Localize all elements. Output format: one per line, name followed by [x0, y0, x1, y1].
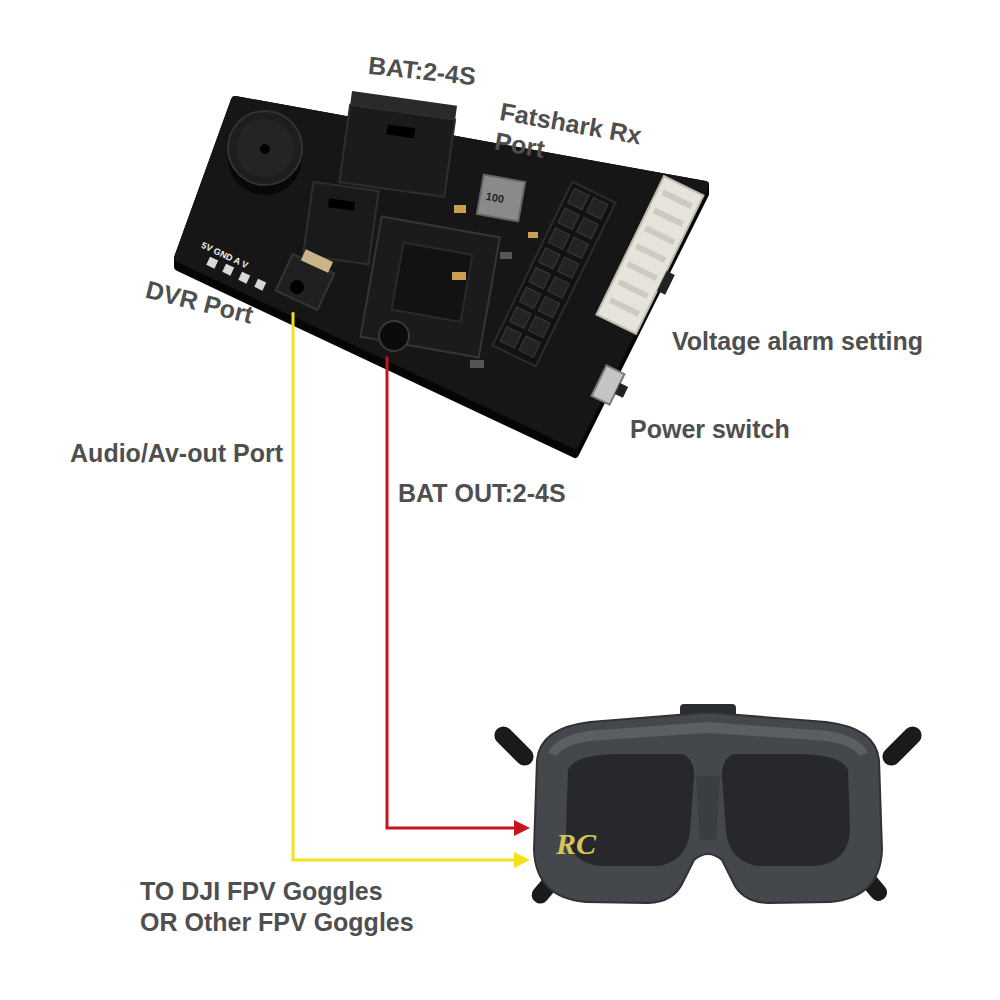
jack-top — [392, 243, 473, 322]
pad — [238, 272, 250, 284]
wire-line — [387, 356, 516, 828]
power-switch — [592, 365, 633, 408]
silkscreen-text: 5V GND A V — [199, 240, 249, 271]
battery-jack — [339, 91, 457, 197]
smd-part — [454, 205, 466, 213]
smd-part — [500, 252, 512, 259]
arrow-head — [514, 852, 530, 868]
small-jack — [303, 182, 379, 264]
connector-rib — [618, 279, 649, 298]
fatshark-header — [493, 182, 616, 367]
connector-rib — [635, 243, 666, 262]
jack-front — [339, 105, 455, 197]
wire-label: BAT OUT:2-4S — [398, 478, 566, 508]
smd-part — [528, 232, 538, 238]
socket — [529, 316, 550, 337]
port-hole — [288, 278, 307, 297]
arrow-head — [514, 820, 530, 836]
connector-body — [596, 176, 703, 334]
inductor — [477, 175, 525, 222]
buzzer — [228, 111, 302, 185]
connector-rib — [626, 261, 657, 280]
fpv-goggles: TO DJI FPV Goggles OR Other FPV Goggles — [532, 708, 884, 906]
goggles-highlight — [548, 722, 868, 756]
socket — [548, 228, 569, 249]
goggles-bridge — [696, 776, 720, 840]
wire-connector — [293, 312, 530, 868]
pad — [254, 279, 266, 291]
watermark: RC — [556, 826, 596, 862]
connector-rib — [653, 208, 684, 227]
socket — [529, 267, 550, 288]
smd-part — [470, 360, 484, 368]
socket — [510, 307, 531, 328]
jack-body — [303, 182, 379, 264]
pad — [206, 257, 218, 269]
buzzer-top — [236, 119, 294, 177]
socket — [539, 248, 560, 269]
goggles-caption: TO DJI FPV Goggles OR Other FPV Goggles — [140, 876, 414, 939]
socket — [519, 287, 540, 308]
socket — [586, 198, 607, 219]
socket — [558, 257, 579, 278]
goggles-lens — [722, 754, 850, 866]
header-body — [493, 182, 616, 367]
connector-rib — [644, 226, 675, 245]
antenna — [491, 723, 538, 770]
dvr-port — [276, 245, 339, 310]
jack-slot — [328, 198, 355, 211]
wire-label: Audio/Av-out Port — [70, 438, 283, 468]
socket — [577, 217, 598, 238]
connector-rib — [661, 190, 692, 209]
alarm-switch — [657, 271, 675, 295]
socket — [538, 296, 559, 317]
socket — [558, 208, 579, 229]
socket — [548, 277, 569, 298]
goggles-body — [534, 713, 882, 904]
wire-connector — [387, 356, 530, 836]
dc-output-jack — [360, 217, 499, 358]
pcb-edge — [178, 100, 705, 454]
part-label: Power switch — [630, 414, 790, 444]
socket — [500, 327, 521, 348]
jack-slot — [386, 124, 415, 138]
socket — [568, 188, 589, 209]
port-insert — [301, 249, 333, 273]
socket — [519, 336, 540, 357]
socket — [567, 237, 588, 258]
pcb-body — [178, 100, 705, 445]
alarm-connector — [596, 176, 711, 338]
antenna — [879, 723, 926, 770]
connector-rib — [609, 297, 640, 316]
part-label: BAT:2-4S — [367, 50, 477, 91]
part-label: Voltage alarm setting — [672, 326, 923, 356]
jack-body — [360, 217, 499, 358]
wire-line — [293, 312, 516, 860]
buzzer-hole — [260, 144, 270, 154]
switch-tab — [615, 383, 628, 398]
smd-part — [452, 272, 466, 280]
barrel-hole — [379, 321, 409, 351]
